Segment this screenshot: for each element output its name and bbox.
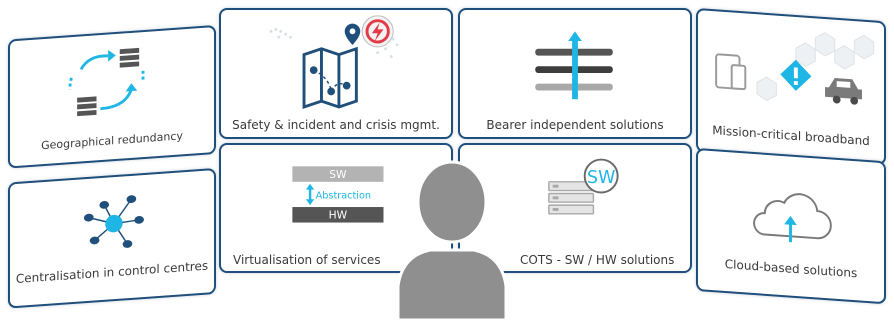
tile-cloud-based[interactable]: Cloud-based solutions — [696, 148, 886, 305]
tile-label: Virtualisation of services — [233, 253, 381, 267]
abstraction-label: Abstraction — [316, 190, 371, 201]
tile-mission-critical[interactable]: Mission-critical broadband — [696, 8, 886, 166]
tile-label: Bearer independent solutions — [486, 118, 664, 132]
tile-bearer-independent[interactable]: Bearer independent solutions — [458, 8, 692, 139]
tile-label: COTS - SW / HW solutions — [520, 253, 675, 267]
sw-layer-label: SW — [329, 168, 347, 181]
tile-label: Safety & incident and crisis mgmt. — [232, 118, 440, 132]
server-sw-icon: SW — [548, 158, 619, 215]
tile-virtualisation[interactable]: SW HW Abstraction Virtualisation of serv… — [219, 143, 453, 273]
tile-centralisation[interactable]: Centralisation in control centres — [8, 168, 216, 309]
sw-badge: SW — [587, 168, 615, 188]
tile-safety-incident[interactable]: Safety & incident and crisis mgmt. — [219, 8, 453, 139]
hub-network-icon — [83, 195, 144, 248]
server-sync-icon — [67, 47, 145, 117]
abstraction-layers-icon: SW HW Abstraction — [292, 166, 384, 223]
person-silhouette — [396, 160, 508, 320]
cloud-upload-icon — [753, 193, 832, 243]
devices-network-icon — [715, 32, 875, 105]
tile-cots[interactable]: SW COTS - SW / HW solutions — [458, 143, 692, 273]
layered-bars-icon — [535, 31, 613, 100]
tile-geographical-redundancy[interactable]: Geographical redundancy — [8, 25, 216, 169]
map-location-icon — [269, 15, 399, 109]
hw-layer-label: HW — [329, 209, 348, 222]
